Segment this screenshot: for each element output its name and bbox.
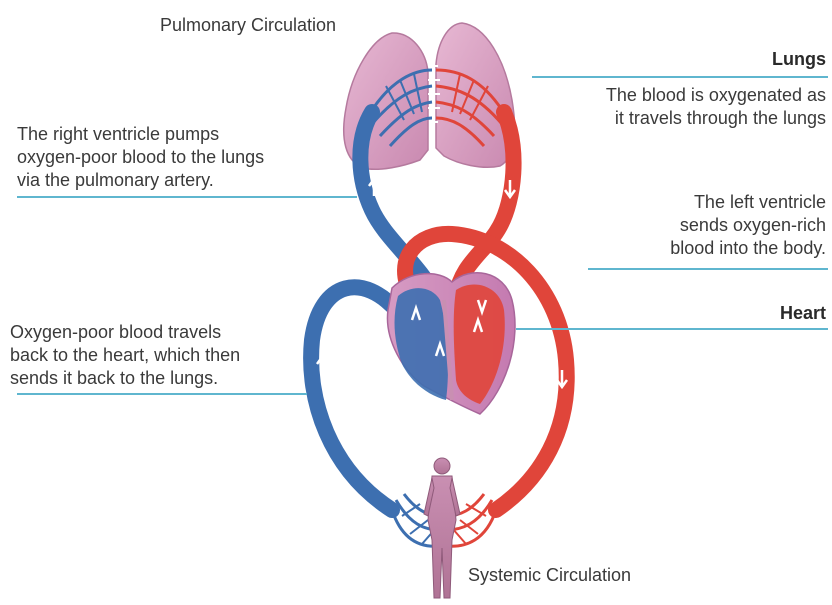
- lungs-line-2: it travels through the lungs: [520, 107, 826, 130]
- left-ventricle-callout-rule: [588, 268, 828, 270]
- lungs-callout-rule: [532, 76, 828, 78]
- lungs-callout-text: The blood is oxygenated as it travels th…: [520, 84, 826, 130]
- return-line-3: sends it back to the lungs.: [10, 367, 310, 390]
- right-ventricle-callout-text: The right ventricle pumps oxygen-poor bl…: [17, 123, 337, 192]
- heart: [387, 273, 515, 414]
- right-lung: [436, 23, 515, 167]
- lungs-line-1: The blood is oxygenated as: [520, 84, 826, 107]
- right-ventricle-line-3: via the pulmonary artery.: [17, 169, 337, 192]
- right-ventricle-callout-rule: [17, 196, 357, 198]
- return-line-2: back to the heart, which then: [10, 344, 310, 367]
- lungs-heading: Lungs: [640, 48, 826, 71]
- left-ventricle-callout-text: The left ventricle sends oxygen-rich blo…: [600, 191, 826, 260]
- return-callout-rule: [17, 393, 307, 395]
- right-ventricle-line-2: oxygen-poor blood to the lungs: [17, 146, 337, 169]
- right-ventricle-line-1: The right ventricle pumps: [17, 123, 337, 146]
- return-callout-text: Oxygen-poor blood travels back to the he…: [10, 321, 310, 390]
- systemic-circulation-title: Systemic Circulation: [468, 564, 631, 587]
- heart-callout-rule: [516, 328, 828, 330]
- left-ventricle-line-2: sends oxygen-rich: [600, 214, 826, 237]
- human-figure: [424, 458, 460, 598]
- lungs: [344, 23, 515, 169]
- vena-cava: [311, 287, 398, 510]
- return-line-1: Oxygen-poor blood travels: [10, 321, 310, 344]
- left-ventricle-line-1: The left ventricle: [600, 191, 826, 214]
- heart-heading: Heart: [700, 302, 826, 325]
- pulmonary-circulation-title: Pulmonary Circulation: [160, 14, 336, 37]
- left-ventricle-line-3: blood into the body.: [600, 237, 826, 260]
